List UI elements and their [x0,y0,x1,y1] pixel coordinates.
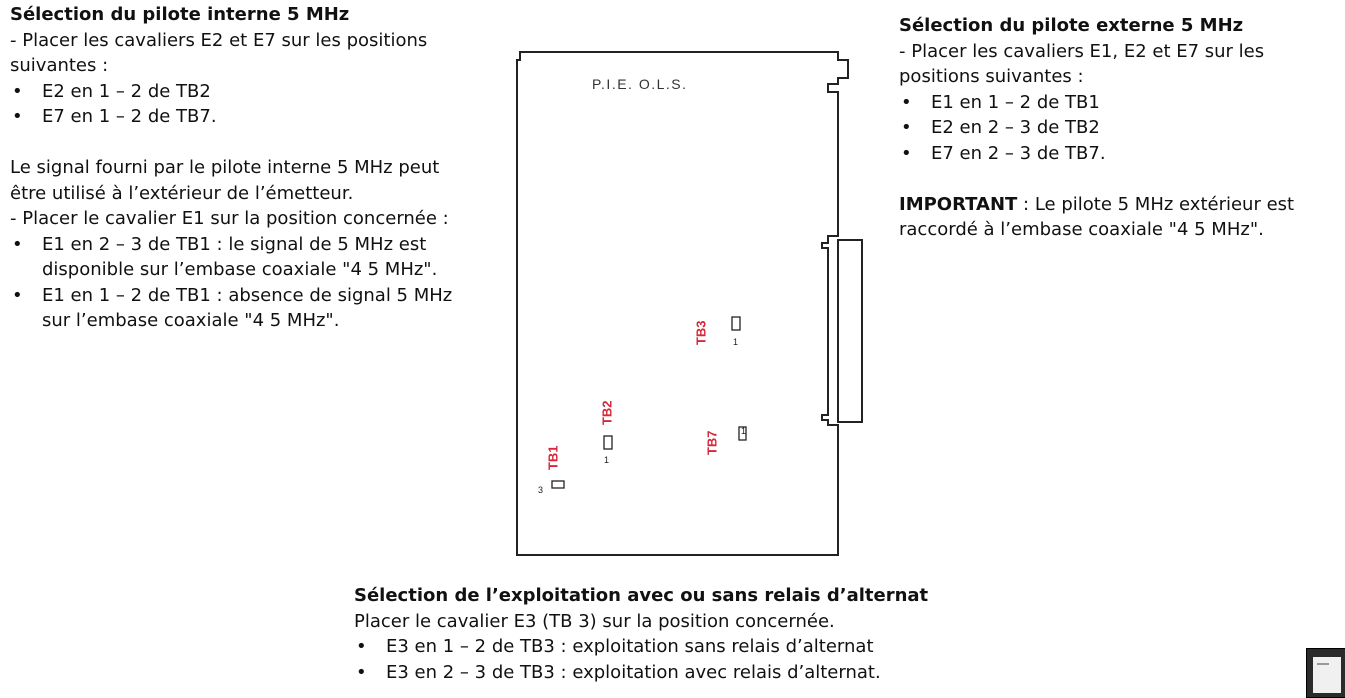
thumbnail-preview[interactable] [1306,648,1345,698]
tb1-jumper [551,480,565,489]
list-item: E2 en 1 – 2 de TB2 [10,79,480,105]
internal-pilot-intro: - Placer les cavaliers E2 et E7 sur les … [10,29,428,77]
relay-list: E3 en 1 – 2 de TB3 : exploitation sans r… [354,634,1054,685]
tb7-pin-label: 1 [741,426,747,436]
thumbnail-line [1317,663,1329,665]
internal-pilot-title: Sélection du pilote interne 5 MHz [10,4,350,25]
important-label: IMPORTANT [899,193,1018,215]
external-pilot-list: E1 en 1 – 2 de TB1 E2 en 2 – 3 de TB2 E7… [899,90,1339,167]
relay-intro: Placer le cavalier E3 (TB 3) sur la posi… [354,610,835,632]
internal-signal-paragraph: Le signal fourni par le pilote interne 5… [10,157,440,204]
tb3-pin-label: 1 [733,337,739,347]
tb3-label: TB3 [693,320,709,346]
external-pilot-title: Sélection du pilote externe 5 MHz [899,15,1244,36]
external-pilot-intro: - Placer les cavaliers E1, E2 et E7 sur … [899,40,1265,88]
list-item: E2 en 2 – 3 de TB2 [899,115,1339,141]
tb2-pin-label: 1 [604,455,610,465]
list-item: E7 en 1 – 2 de TB7. [10,104,480,130]
tb7-jumper [738,426,747,441]
relay-title: Sélection de l’exploitation avec ou sans… [354,585,929,606]
board-title: P.I.E. O.L.S. [592,76,688,92]
list-item: E1 en 1 – 2 de TB1 : absence de signal 5… [10,283,480,334]
tb1-label: TB1 [545,445,561,471]
internal-pilot-list: E2 en 1 – 2 de TB2 E7 en 1 – 2 de TB7. [10,79,480,130]
e1-instruction: - Placer le cavalier E1 sur la position … [10,208,449,229]
relay-section: Sélection de l’exploitation avec ou sans… [354,583,1054,685]
tb7-label: TB7 [704,430,720,456]
important-note: IMPORTANT : Le pilote 5 MHz extérieur es… [899,192,1339,243]
external-pilot-section: Sélection du pilote externe 5 MHz - Plac… [899,13,1339,243]
list-item: E3 en 1 – 2 de TB3 : exploitation sans r… [354,634,1054,660]
list-item: E1 en 1 – 2 de TB1 [899,90,1339,116]
board-outline [516,51,849,556]
list-item: E1 en 2 – 3 de TB1 : le signal de 5 MHz … [10,232,480,283]
list-item: E7 en 2 – 3 de TB7. [899,141,1339,167]
e1-position-list: E1 en 2 – 3 de TB1 : le signal de 5 MHz … [10,232,480,334]
tb1-pin-label: 3 [538,485,544,495]
tb2-label: TB2 [599,400,615,426]
important-text: : Le pilote 5 MHz extérieur est raccordé… [899,193,1295,241]
tb2-jumper [603,435,613,450]
edge-connector [837,239,863,423]
list-item: E3 en 2 – 3 de TB3 : exploitation avec r… [354,660,1054,686]
tb3-jumper [731,316,741,331]
internal-pilot-section: Sélection du pilote interne 5 MHz - Plac… [10,2,480,334]
